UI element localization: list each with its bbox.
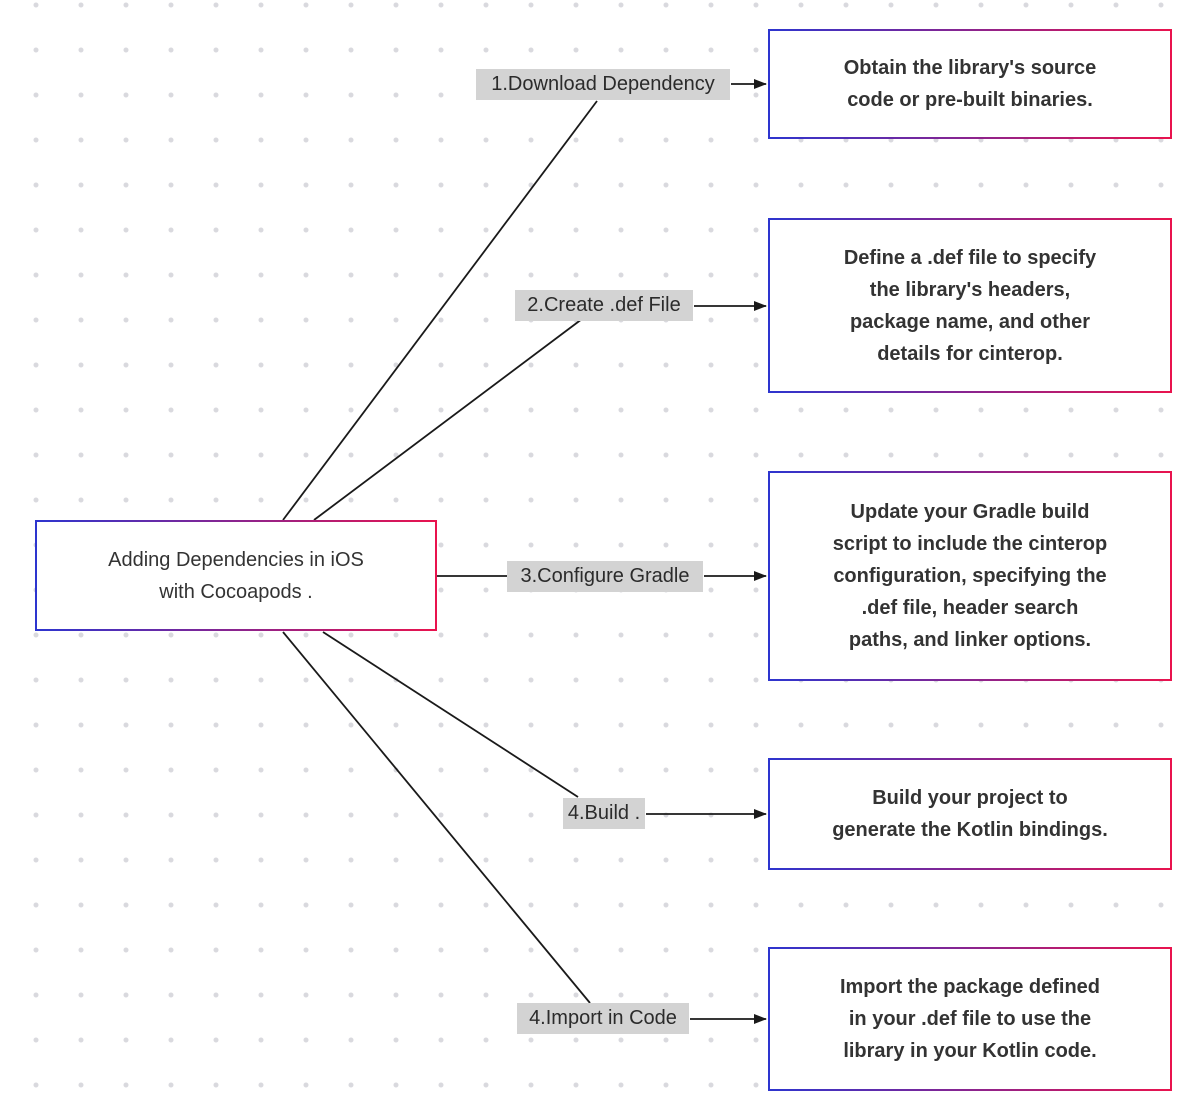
root-node: Adding Dependencies in iOS with Cocoapod…	[35, 520, 437, 631]
step-label-3-text: 3.Configure Gradle	[520, 565, 690, 587]
step-label-5: 4.Import in Code	[517, 1003, 689, 1034]
edge-root-to-step-4	[322, 631, 579, 798]
description-box-4: Build your project to generate the Kotli…	[768, 758, 1172, 870]
root-node-label: Adding Dependencies in iOS with Cocoapod…	[108, 548, 364, 603]
description-box-3-text: Update your Gradle build script to inclu…	[832, 501, 1108, 651]
description-box-1-text: Obtain the library's source code or pre-…	[843, 57, 1097, 111]
description-box-3: Update your Gradle build script to inclu…	[768, 471, 1172, 681]
edge-root-to-step-2	[313, 318, 583, 521]
step-label-2-text: 2.Create .def File	[527, 294, 681, 316]
step-label-4-text: 4.Build .	[567, 802, 641, 824]
description-box-5-text: Import the package defined in your .def …	[839, 976, 1101, 1062]
description-box-5: Import the package defined in your .def …	[768, 947, 1172, 1091]
description-box-4-text: Build your project to generate the Kotli…	[832, 787, 1108, 841]
step-label-1-text: 1.Download Dependency	[491, 73, 715, 95]
step-label-5-text: 4.Import in Code	[529, 1007, 677, 1029]
edge-root-to-step-5	[282, 631, 591, 1004]
description-box-2-text: Define a .def file to specify the librar…	[843, 246, 1097, 365]
description-box-1: Obtain the library's source code or pre-…	[768, 29, 1172, 139]
step-label-4: 4.Build .	[563, 798, 645, 829]
step-label-3: 3.Configure Gradle	[507, 561, 703, 592]
step-label-1: 1.Download Dependency	[476, 69, 730, 100]
step-label-2: 2.Create .def File	[515, 290, 693, 321]
description-box-2: Define a .def file to specify the librar…	[768, 218, 1172, 393]
